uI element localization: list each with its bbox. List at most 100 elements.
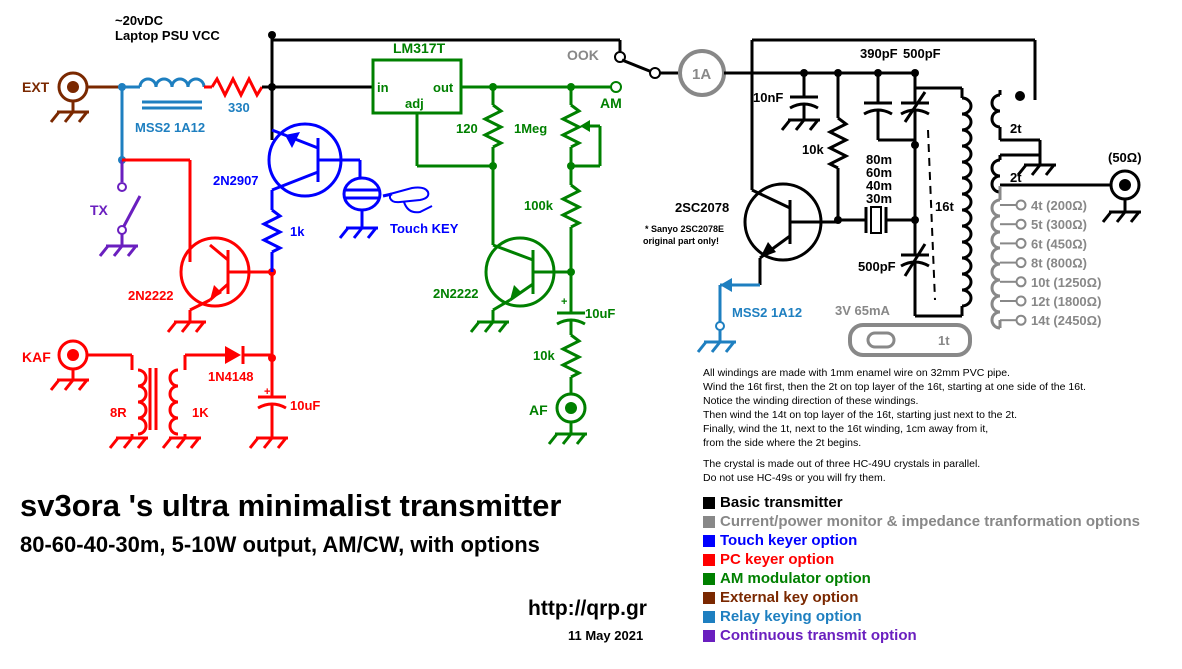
- legend-swatch: [703, 610, 715, 623]
- ammeter: [678, 49, 752, 97]
- lm317-in-label: in: [377, 80, 389, 95]
- note-line: All windings are made with 1mm enamel wi…: [703, 367, 1010, 379]
- note-line: [703, 450, 1086, 457]
- r100k-label: 100k: [524, 198, 554, 213]
- q-2n2907-label: 2N2907: [213, 173, 259, 188]
- lamp-loop: [848, 323, 972, 357]
- note-line: The crystal is made out of three HC-49U …: [703, 458, 981, 470]
- legend-item: Basic transmitter: [703, 493, 1140, 512]
- band-30m: 30m: [866, 191, 892, 206]
- legend-swatch: [703, 534, 715, 547]
- q-2n2222-green-label: 2N2222: [433, 286, 479, 301]
- legend-item: External key option: [703, 588, 1140, 607]
- c10uf-red-plus: +: [264, 386, 270, 398]
- note-line: Then wind the 14t on top layer of the 16…: [703, 409, 1018, 421]
- tank-circuit: [750, 38, 1141, 318]
- sanyo-note-1: * Sanyo 2SC2078E: [645, 224, 724, 234]
- legend-item: Relay keying option: [703, 607, 1140, 626]
- tap-label: 5t (300Ω): [1031, 217, 1087, 232]
- ext-connector: [49, 71, 122, 123]
- touch-keyer: [260, 122, 382, 272]
- d1n4148-label: 1N4148: [208, 369, 254, 384]
- diagram-subtitle: 80-60-40-30m, 5-10W output, AM/CW, with …: [20, 532, 540, 557]
- c10nf-label: 10nF: [753, 90, 783, 105]
- tap-terminal: [1015, 295, 1027, 307]
- r10k-black-label: 10k: [802, 142, 824, 157]
- q-2sc2078-label: 2SC2078: [675, 200, 729, 215]
- ook-label: OOK: [567, 47, 599, 63]
- legend-item: PC keyer option: [703, 550, 1140, 569]
- t8r-label: 8R: [110, 405, 127, 420]
- touch-finger-icon: [382, 186, 433, 214]
- tap-terminal: [1015, 218, 1027, 230]
- tap-terminal: [1015, 276, 1027, 288]
- pot-1meg-label: 1Meg: [514, 121, 547, 136]
- impedance-taps: [990, 186, 1002, 330]
- legend-item: Touch keyer option: [703, 531, 1140, 550]
- legend-label: Touch keyer option: [720, 532, 858, 549]
- pc-keyer: [122, 158, 276, 396]
- legend-label: Continuous transmit option: [720, 627, 917, 644]
- am-modulator: [415, 81, 622, 445]
- legend-swatch: [703, 515, 715, 528]
- legend-swatch: [703, 496, 715, 509]
- tap-label: 12t (1800Ω): [1031, 294, 1101, 309]
- c500pf-top-label: 500pF: [903, 46, 941, 61]
- note-line: Do not use HC-49s or you will fry them.: [703, 472, 886, 484]
- legend-swatch: [703, 591, 715, 604]
- tx-switch: [98, 160, 142, 257]
- coil-1t-label: 1t: [938, 333, 950, 348]
- legend-item: Continuous transmit option: [703, 626, 1140, 645]
- q-2n2222-red-label: 2N2222: [128, 288, 174, 303]
- legend-label: AM modulator option: [720, 570, 871, 587]
- lamp-label: 3V 65mA: [835, 303, 891, 318]
- r10k-green-label: 10k: [533, 348, 555, 363]
- coil-2t-secondary-label: 2t: [1010, 170, 1022, 185]
- note-line: Wind the 16t first, then the 2t on top l…: [703, 381, 1086, 393]
- kaf-label: KAF: [22, 349, 51, 365]
- band-40m: 40m: [866, 178, 892, 193]
- r330: [204, 75, 272, 99]
- tap-list: 4t (200Ω)5t (300Ω)6t (450Ω)8t (800Ω)10t …: [1000, 198, 1101, 328]
- lm317-regulator: [371, 58, 463, 115]
- legend-label: Relay keying option: [720, 608, 862, 625]
- legend-item: AM modulator option: [703, 569, 1140, 588]
- relay-coil: [118, 77, 206, 164]
- note-line: Finally, wind the 1t, next to the 16t wi…: [703, 423, 989, 435]
- tap-label: 14t (2450Ω): [1031, 313, 1101, 328]
- tx-label: TX: [90, 202, 109, 218]
- tap-label: 10t (1250Ω): [1031, 275, 1101, 290]
- ext-label: EXT: [22, 79, 50, 95]
- lm317-label: LM317T: [393, 40, 446, 56]
- supply-label-1: ~20vDC: [115, 13, 164, 28]
- am-label: AM: [600, 95, 622, 111]
- mss2-relay-label: MSS2 1A12: [135, 120, 205, 135]
- note-line: from the side where the 2t begins.: [703, 437, 862, 449]
- legend-label: PC keyer option: [720, 551, 835, 568]
- r330-label: 330: [228, 100, 250, 115]
- tap-terminal: [1015, 237, 1027, 249]
- mss2-relay-2-label: MSS2 1A12: [732, 305, 802, 320]
- output-impedance-label: (50Ω): [1108, 150, 1142, 165]
- q-2sc2078: [696, 182, 838, 353]
- diagram-date: 11 May 2021: [568, 628, 644, 643]
- note-line: Notice the winding direction of these wi…: [703, 395, 919, 407]
- legend-swatch: [703, 629, 715, 642]
- r1k-blue-label: 1k: [290, 224, 305, 239]
- legend-label: Current/power monitor & impedance tranfo…: [720, 513, 1141, 530]
- legend-label: External key option: [720, 589, 859, 606]
- tap-terminal: [1015, 257, 1027, 269]
- sanyo-note-2: original part only!: [643, 236, 719, 246]
- construction-notes: All windings are made with 1mm enamel wi…: [703, 366, 1086, 485]
- kaf-input: [49, 339, 288, 449]
- lm317-adj-label: adj: [405, 96, 424, 111]
- legend-swatch: [703, 553, 715, 566]
- tap-terminal: [1015, 199, 1027, 211]
- r120-label: 120: [456, 121, 478, 136]
- lm317-out-label: out: [433, 80, 454, 95]
- supply-label-2: Laptop PSU VCC: [115, 28, 220, 43]
- touch-key-label: Touch KEY: [390, 221, 459, 236]
- coil-2t-primary-label: 2t: [1010, 121, 1022, 136]
